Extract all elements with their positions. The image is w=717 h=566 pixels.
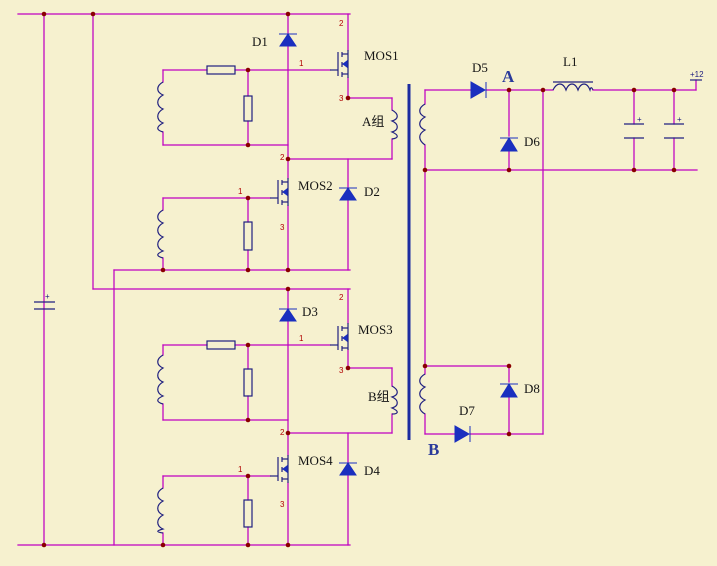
- output-capacitor-2-plus: +: [677, 115, 682, 124]
- gate-resistors: [206, 65, 253, 528]
- primary-winding-a: [390, 109, 398, 140]
- label-d1: D1: [252, 34, 268, 49]
- gate-windings: [157, 81, 165, 534]
- gate-shunt-resistor-2: [243, 221, 253, 251]
- pin-mos4-1: 1: [238, 465, 243, 474]
- label-a-group: A组: [362, 114, 384, 129]
- pin-mos2-3: 3: [280, 223, 285, 232]
- gate-winding-3: [157, 354, 165, 405]
- label-mos4: MOS4: [298, 453, 333, 468]
- label-d7: D7: [459, 403, 475, 418]
- component-labels: D1 MOS1 MOS2 D2 D3 MOS3 MOS4 D4 D5 D6 D7…: [252, 34, 704, 478]
- mosfet-mos3: [330, 323, 349, 351]
- inductor-l1: [552, 83, 594, 93]
- primary-winding-b: [390, 385, 398, 415]
- pin-mos4-2: 2: [280, 428, 285, 437]
- gate-shunt-resistor-3: [243, 368, 253, 397]
- label-d8: D8: [524, 381, 540, 396]
- pin-mos1-1: 1: [299, 59, 304, 68]
- pin-mos3-2: 2: [339, 293, 344, 302]
- label-mos2: MOS2: [298, 178, 333, 193]
- output-plus12-label: +12: [690, 70, 704, 79]
- output-capacitor-1-plus: +: [637, 115, 642, 124]
- diode-d8: [500, 383, 518, 398]
- gate-winding-1: [157, 81, 165, 133]
- label-d6: D6: [524, 134, 540, 149]
- diode-d1: [279, 33, 297, 47]
- input-capacitor-plus: +: [45, 292, 50, 301]
- node-label-b: B: [428, 440, 439, 459]
- gate-shunt-resistor-4: [243, 499, 253, 528]
- label-b-group: B组: [368, 389, 390, 404]
- pin-mos2-1: 1: [238, 187, 243, 196]
- pin-mos4-3: 3: [280, 500, 285, 509]
- pin-labels: 1 2 3 1 2 3 1 2 3 1 2 3: [238, 19, 344, 509]
- secondary-winding-b: [419, 373, 427, 415]
- label-d2: D2: [364, 184, 380, 199]
- label-mos3: MOS3: [358, 322, 393, 337]
- output-filter: + +: [552, 79, 702, 139]
- mosfet-mos4: [270, 455, 289, 483]
- gate-winding-2: [157, 209, 165, 259]
- diode-d4: [339, 462, 357, 476]
- pin-mos3-1: 1: [299, 334, 304, 343]
- pin-mos1-3: 3: [339, 94, 344, 103]
- gate-winding-4: [157, 487, 165, 534]
- gate-resistor-1: [206, 65, 236, 75]
- output-capacitor-1: +: [624, 115, 644, 139]
- gate-resistor-3: [206, 340, 236, 350]
- diode-d2: [339, 187, 357, 201]
- label-d4: D4: [364, 463, 380, 478]
- output-capacitor-2: +: [664, 115, 684, 139]
- diode-d7: [454, 425, 471, 443]
- pin-mos3-3: 3: [339, 366, 344, 375]
- secondary-winding-a: [419, 103, 427, 146]
- diode-d6: [500, 137, 518, 152]
- label-l1: L1: [563, 54, 577, 69]
- junction-dots: [41, 11, 677, 548]
- diode-d5: [470, 81, 487, 99]
- input-capacitor: +: [34, 292, 55, 310]
- diodes: [279, 33, 518, 476]
- mosfet-mos1: [330, 50, 349, 78]
- node-label-a: A: [502, 67, 515, 86]
- label-mos1: MOS1: [364, 48, 399, 63]
- label-d3: D3: [302, 304, 318, 319]
- power-transformer-windings: [390, 103, 427, 415]
- main-wiring: [17, 13, 698, 546]
- gate-shunt-resistor-1: [243, 95, 253, 122]
- diode-d3: [279, 308, 297, 322]
- mosfet-mos2: [270, 178, 289, 206]
- pin-mos1-2: 2: [339, 19, 344, 28]
- label-d5: D5: [472, 60, 488, 75]
- pin-mos2-2: 2: [280, 153, 285, 162]
